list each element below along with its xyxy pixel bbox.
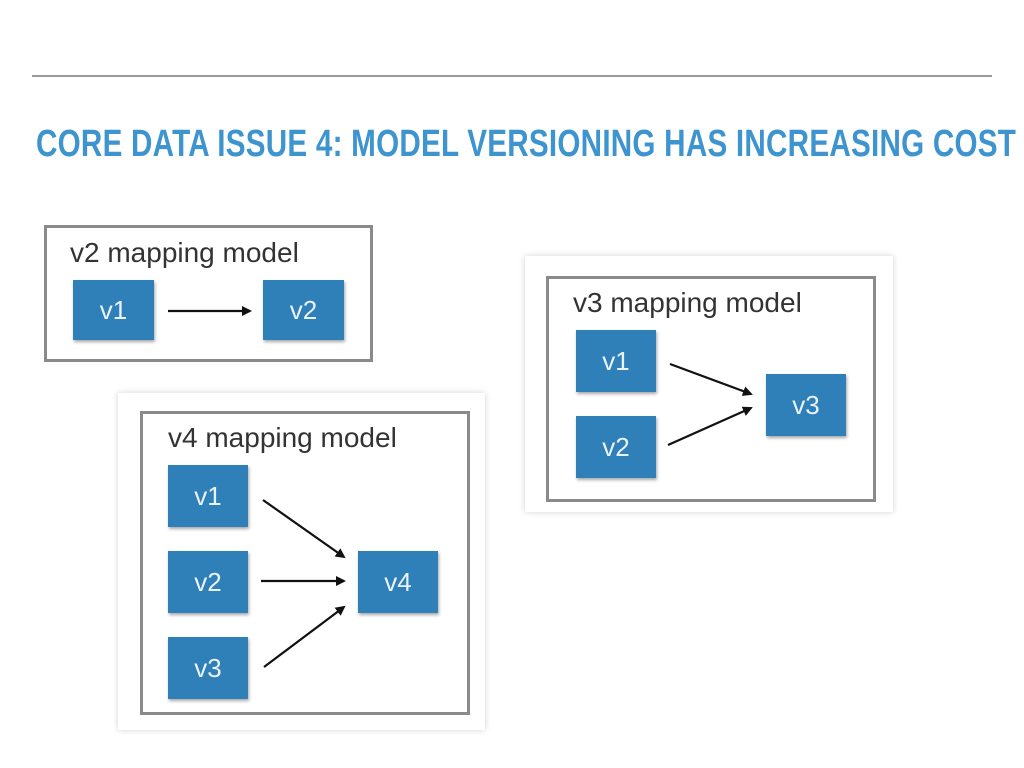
v3-mapping-diagram: v3 mapping model v1 v2 v3 [525, 256, 893, 512]
top-divider [32, 75, 992, 77]
v3-diagram-title: v3 mapping model [573, 287, 802, 318]
v3-arrow-v2-to-v3 [667, 406, 753, 447]
v4-source-node-v3: v3 [168, 637, 248, 699]
v4-source-node-v2: v2 [168, 551, 248, 613]
v2-diagram-frame [44, 225, 373, 362]
slide-title: CORE DATA ISSUE 4: MODEL VERSIONING HAS … [36, 123, 1017, 165]
v3-target-node-v3: v3 [766, 374, 846, 436]
v4-source-node-v1: v1 [168, 465, 248, 527]
v4-arrows [261, 499, 346, 668]
v4-target-node-v4: v4 [358, 551, 438, 613]
v4-mapping-diagram: v4 mapping model v1 v2 v3 v4 [118, 393, 485, 730]
v3-arrows [667, 362, 753, 447]
v2-diagram-title: v2 mapping model [70, 237, 299, 268]
v3-diagram-frame [546, 276, 876, 502]
v4-diagram-title: v4 mapping model [168, 422, 397, 453]
v2-target-node-v2: v2 [263, 280, 344, 340]
v2-arrows [168, 306, 252, 316]
v3-source-node-v1: v1 [576, 330, 656, 392]
v4-arrow-v1-to-v4 [262, 499, 346, 559]
v4-arrow-v3-to-v4 [263, 605, 346, 668]
v2-mapping-diagram: v2 mapping model v1 v2 [44, 225, 373, 362]
v4-diagram-frame [140, 411, 470, 715]
v3-source-node-v2: v2 [576, 416, 656, 478]
v2-source-node-v1: v1 [73, 280, 154, 340]
v3-arrow-v1-to-v3 [669, 362, 753, 396]
